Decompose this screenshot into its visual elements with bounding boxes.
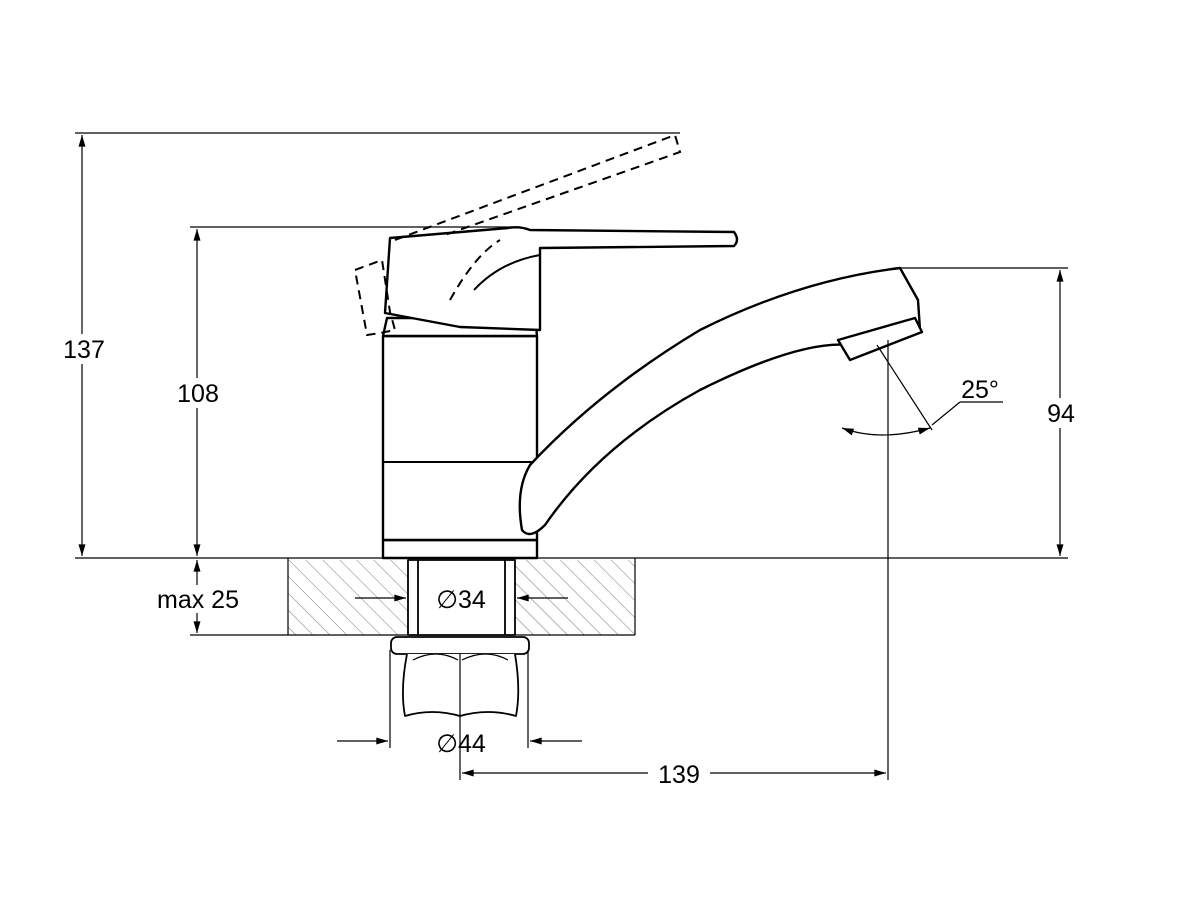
dim-spout-height: 94 [900,267,1082,556]
mounting-shank [390,559,530,717]
dim-spout-reach: 139 [459,340,889,789]
dim-label-d44: ∅44 [436,730,486,758]
dim-countertop: max 25 [145,560,253,633]
dim-label-94: 94 [1047,400,1075,428]
dim-spout-angle: 25° [841,344,1003,436]
dim-body-height: 108 [172,226,520,556]
dim-label-137: 137 [63,336,105,364]
dim-total-height: 137 [58,132,680,556]
lever-handle [353,133,739,337]
dim-hole-diameter: ∅34 [355,586,568,614]
dim-label-d34: ∅34 [436,586,486,614]
faucet-body [381,316,539,560]
dim-label-108: 108 [177,380,219,408]
dim-nut-diameter: ∅44 [337,650,582,758]
dim-label-139: 139 [658,761,700,789]
dim-label-max25: max 25 [157,586,239,614]
aerator [836,316,924,362]
dim-label-25deg: 25° [961,376,999,404]
spout [518,266,924,536]
